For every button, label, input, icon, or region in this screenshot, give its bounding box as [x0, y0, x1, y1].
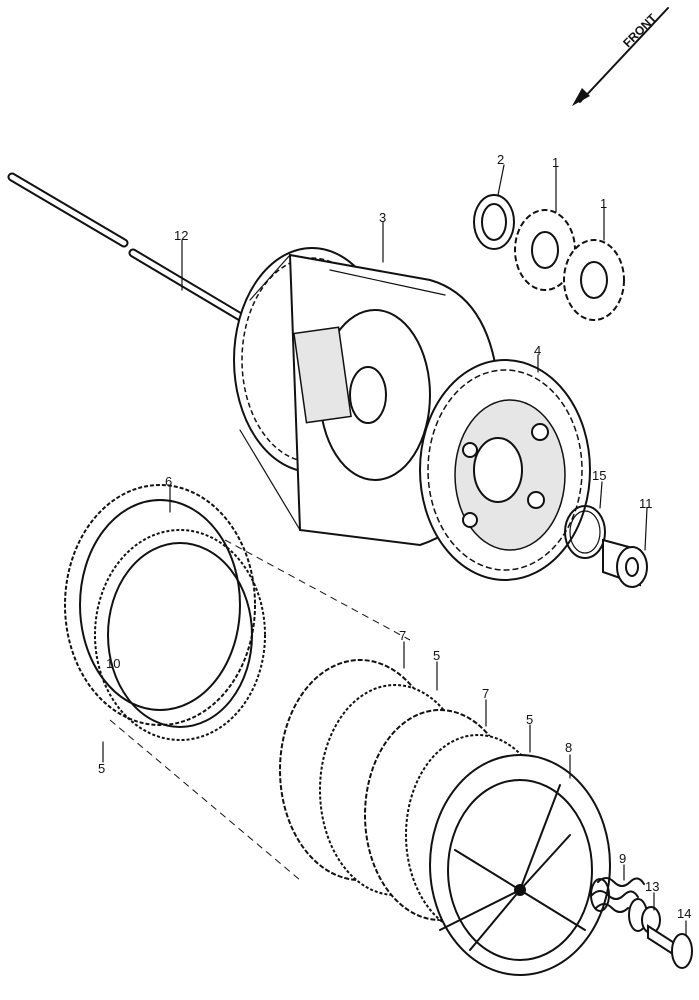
- pressure-plate-8: [429, 754, 611, 976]
- callout-10: 10: [106, 656, 120, 671]
- thrust-washer-2: [473, 194, 515, 250]
- callout-3: 3: [379, 210, 386, 225]
- callout-4: 4: [534, 343, 541, 358]
- sprocket-1b: [563, 239, 625, 321]
- bolt-14: [647, 924, 693, 969]
- front-label: FRONT: [620, 11, 660, 51]
- callout-5c: 5: [98, 761, 105, 776]
- collar-11: [602, 538, 648, 588]
- callout-15: 15: [592, 468, 606, 483]
- callout-7b: 7: [482, 686, 489, 701]
- callout-5a: 5: [433, 648, 440, 663]
- front-arrow: FRONT: [572, 7, 669, 106]
- callout-11: 11: [639, 496, 653, 511]
- callout-1b: 1: [600, 196, 607, 211]
- circlip-15: [564, 505, 606, 559]
- callout-leaders: [102, 164, 687, 937]
- callout-12: 12: [174, 228, 188, 243]
- friction-disc-6: [64, 484, 256, 726]
- callout-5b: 5: [526, 712, 533, 727]
- alignment-lines: [109, 539, 411, 881]
- callout-13: 13: [645, 879, 659, 894]
- sprocket-1a: [514, 209, 576, 291]
- pushrod-12: [7, 172, 259, 330]
- clutch-center-4: [419, 359, 591, 581]
- clutch-plate-10: [94, 529, 266, 741]
- callout-1a: 1: [552, 155, 559, 170]
- callout-6: 6: [165, 474, 172, 489]
- callout-9: 9: [619, 851, 626, 866]
- callout-14: 14: [677, 906, 691, 921]
- callout-8: 8: [565, 740, 572, 755]
- callout-2: 2: [497, 152, 504, 167]
- callout-7a: 7: [399, 628, 406, 643]
- clutch-spring-9: [590, 877, 648, 932]
